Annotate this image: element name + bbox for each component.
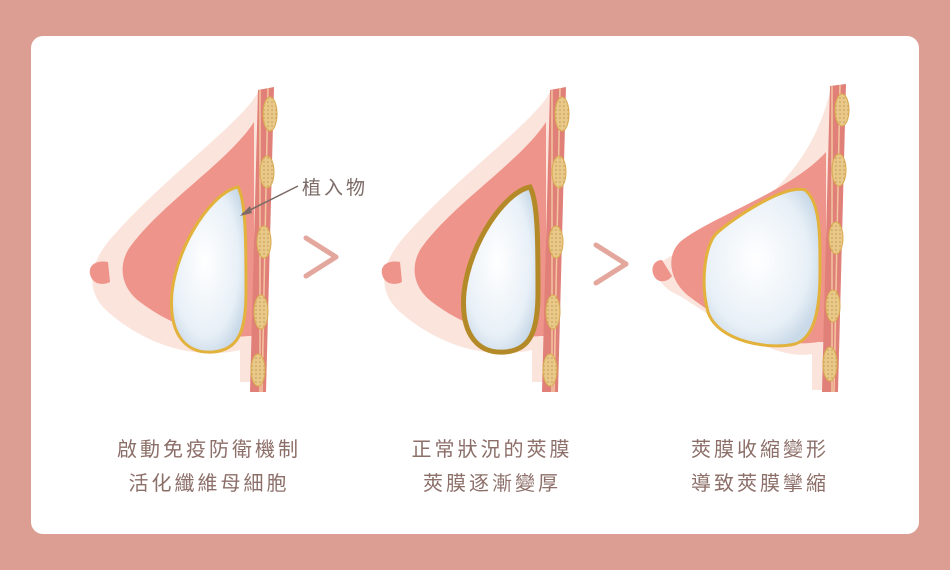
stage-1-caption: 啟動免疫防衛機制 活化纖維母細胞 bbox=[79, 432, 339, 500]
thin-capsule bbox=[170, 185, 248, 354]
stage-2-caption-line-1: 正常狀況的莢膜 bbox=[411, 437, 573, 461]
stage-1-caption-line-2: 活化纖維母細胞 bbox=[128, 471, 290, 495]
chevron-right-icon bbox=[593, 242, 629, 286]
stage-3-caption-line-2: 導致莢膜攣縮 bbox=[691, 471, 829, 495]
stage-2-caption: 正常狀況的莢膜 莢膜逐漸變厚 bbox=[362, 432, 622, 500]
contracted-capsule bbox=[702, 187, 822, 348]
stage-3-caption-line-1: 莢膜收縮變形 bbox=[691, 437, 829, 461]
stage-1-illustration bbox=[88, 86, 278, 393]
thickened-capsule bbox=[461, 184, 541, 355]
implant-pointer-arrow bbox=[240, 185, 299, 216]
stage-3-caption: 莢膜收縮變形 導致莢膜攣縮 bbox=[630, 432, 890, 500]
stage-2-caption-line-2: 莢膜逐漸變厚 bbox=[423, 471, 561, 495]
chevron-right-icon bbox=[303, 235, 339, 279]
stage-1-caption-line-1: 啟動免疫防衛機制 bbox=[117, 437, 301, 461]
implant-label: 植入物 bbox=[302, 177, 369, 199]
stage-3-illustration bbox=[652, 84, 850, 393]
stage-2-illustration bbox=[380, 86, 570, 393]
